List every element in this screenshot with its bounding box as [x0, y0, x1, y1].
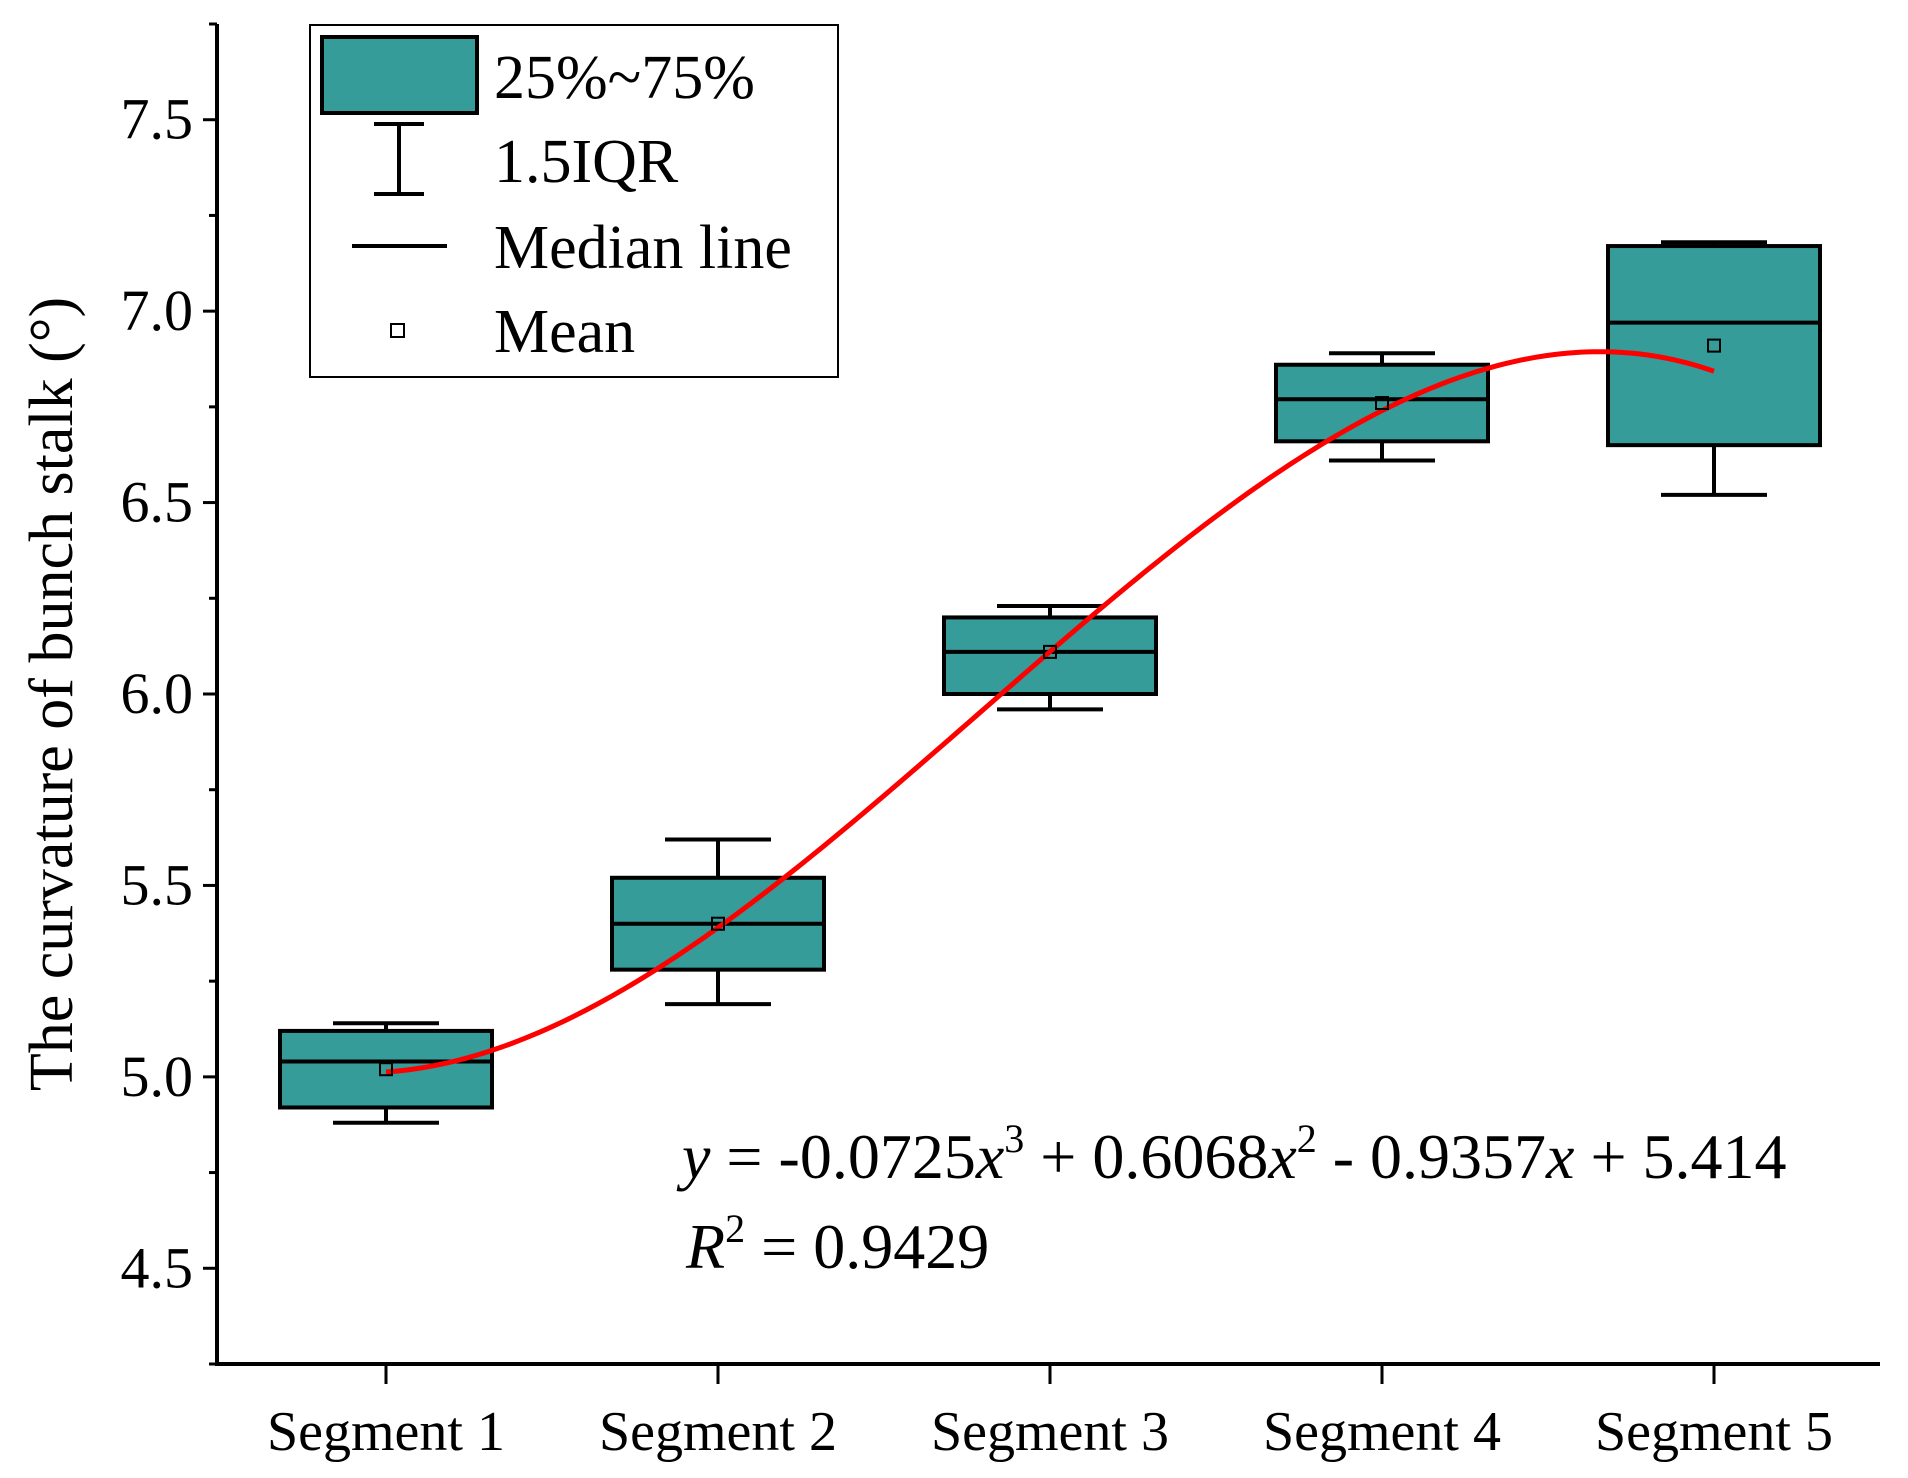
box-group: [1274, 351, 1490, 463]
mean-marker: [379, 1062, 393, 1077]
x-ticks: Segment 1 Segment 2 Segment 3 Segment 4 Segm…: [267, 1364, 1833, 1463]
mean-marker: [711, 916, 725, 931]
y-tick-label: 6.0: [121, 661, 194, 726]
mean-marker: [1707, 338, 1721, 353]
legend: 25%~75% 1.5IQR Median line Mean: [309, 24, 839, 378]
legend-label-median: Median line: [494, 214, 792, 282]
x-tick-label: Segment 1: [267, 1401, 505, 1463]
y-tick-label: 7.5: [121, 87, 194, 152]
eq-part-c: - 0.9357: [1317, 1121, 1546, 1192]
eq-part-a: = -0.0725: [710, 1121, 975, 1192]
iqr-box: [1606, 244, 1822, 448]
y-tick-label: 5.0: [121, 1044, 194, 1109]
box-group: [1606, 240, 1822, 497]
x-tick-label: Segment 4: [1263, 1401, 1501, 1463]
eq-part-b: + 0.6068: [1024, 1121, 1268, 1192]
mean-marker: [1043, 644, 1057, 659]
iqr-box: [942, 615, 1158, 697]
box-group: [278, 1021, 494, 1125]
eq-exp-2: 2: [1297, 1116, 1317, 1161]
r2-exp: 2: [725, 1206, 745, 1251]
y-tick-label: 7.0: [121, 278, 194, 343]
x-tick-label: Segment 3: [931, 1401, 1169, 1463]
r2-var-r: R: [685, 1211, 725, 1282]
fit-equation: y = -0.0725x3 + 0.6068x2 - 0.9357x + 5.4…: [676, 1116, 1787, 1192]
r2-value: = 0.9429: [745, 1211, 989, 1282]
eq-var-x1: x: [1545, 1121, 1574, 1192]
y-tick-label: 4.5: [121, 1235, 194, 1300]
box-group: [610, 837, 826, 1007]
eq-var-y: y: [676, 1121, 711, 1192]
eq-exp-3: 3: [1004, 1116, 1024, 1161]
legend-label-mean: Mean: [494, 298, 635, 366]
legend-box-swatch: [320, 35, 479, 115]
x-tick-label: Segment 2: [599, 1401, 837, 1463]
y-ticks: 4.5 5.0 5.5 6.0 6.5 7.0 7.5: [121, 22, 217, 1366]
legend-label-iqr: 1.5IQR: [494, 128, 679, 196]
eq-var-x3: x: [975, 1121, 1004, 1192]
eq-var-x2: x: [1267, 1121, 1296, 1192]
eq-part-d: + 5.414: [1574, 1121, 1786, 1192]
y-axis-title: The curvature of bunch stalk (°): [18, 297, 86, 1091]
mean-marker: [1375, 396, 1389, 411]
legend-label-box: 25%~75%: [494, 44, 755, 112]
y-tick-label: 5.5: [121, 852, 194, 917]
legend-mean-marker: [390, 323, 405, 338]
mean-markers: [379, 338, 1721, 1077]
fit-curve: [385, 349, 1715, 1075]
fit-r2: R2 = 0.9429: [685, 1206, 989, 1282]
iqr-box: [278, 1028, 494, 1110]
x-tick-label: Segment 5: [1595, 1401, 1833, 1463]
y-tick-label: 6.5: [121, 470, 194, 535]
